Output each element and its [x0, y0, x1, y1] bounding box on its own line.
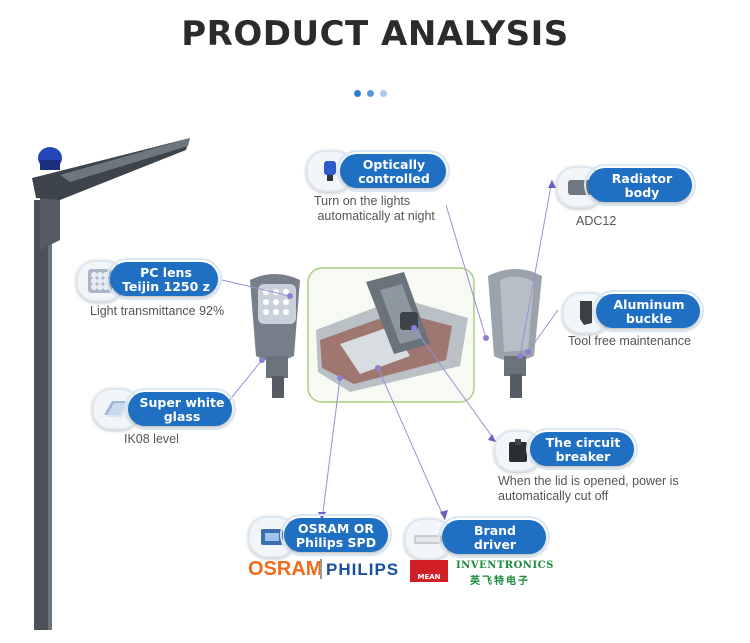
- buckle-description: Tool free maintenance: [568, 334, 691, 348]
- breaker-desc-line2: automatically cut off: [498, 489, 609, 503]
- circuit-breaker-icon: [509, 439, 527, 462]
- breaker-desc-line1: When the lid is opened, power is: [498, 474, 679, 488]
- buckle-label-line2: buckle: [625, 311, 673, 326]
- driver-label-line2: driver: [473, 537, 517, 552]
- optical-label-line2: controlled: [358, 171, 430, 186]
- brand-divider: [320, 559, 322, 579]
- glass-description: IK08 level: [124, 432, 179, 446]
- optical-description: Turn on the lights automatically at nigh…: [314, 194, 435, 224]
- buckle-label-line1: Aluminum: [613, 297, 685, 312]
- buckle-icon: [580, 301, 592, 325]
- driver-label-line1: Brand: [474, 523, 516, 538]
- breaker-label-line1: The circuit: [545, 435, 621, 450]
- lamp-pole: [34, 200, 52, 630]
- optical-label-line1: Optically: [362, 157, 426, 172]
- carousel-dot-1[interactable]: [354, 90, 361, 97]
- spd-module-icon: [261, 529, 283, 545]
- philips-logo: PHILIPS: [326, 560, 400, 579]
- page-title: PRODUCT ANALYSIS: [181, 14, 569, 54]
- carousel-dot-3[interactable]: [380, 90, 387, 97]
- osram-logo: OSRAM: [248, 558, 323, 580]
- meanwell-logo-text: MEAN WELL: [417, 573, 441, 589]
- pclens-description: Light transmittance 92%: [90, 304, 225, 318]
- inventronics-cn-logo: 英飞特电子: [470, 576, 530, 587]
- optical-desc-line1: Turn on the lights: [314, 194, 411, 208]
- spd-label-line2: Philips SPD: [295, 535, 377, 550]
- radiator-label-line2: body: [624, 185, 660, 200]
- carousel-dot-2[interactable]: [367, 90, 374, 97]
- pclens-label-line1: PC lens: [140, 265, 192, 280]
- photocell-icon: [324, 161, 336, 181]
- radiator-label-line1: Radiator: [611, 171, 673, 186]
- led-driver-icon: [414, 535, 442, 544]
- meanwell-logo: MEAN WELL: [410, 560, 448, 589]
- glass-label-line1: Super white: [139, 395, 225, 410]
- breaker-label-line2: breaker: [555, 449, 611, 464]
- carousel-dots[interactable]: [354, 90, 387, 97]
- spd-label-line1: OSRAM OR: [298, 521, 374, 536]
- inventronics-logo: INVENTRONICS: [456, 560, 554, 571]
- radiator-description: ADC12: [576, 214, 617, 228]
- optical-desc-line2: automatically at night: [317, 209, 435, 223]
- pclens-label-line2: Teijin 1250 z: [122, 279, 210, 294]
- glass-label-line2: glass: [163, 409, 201, 424]
